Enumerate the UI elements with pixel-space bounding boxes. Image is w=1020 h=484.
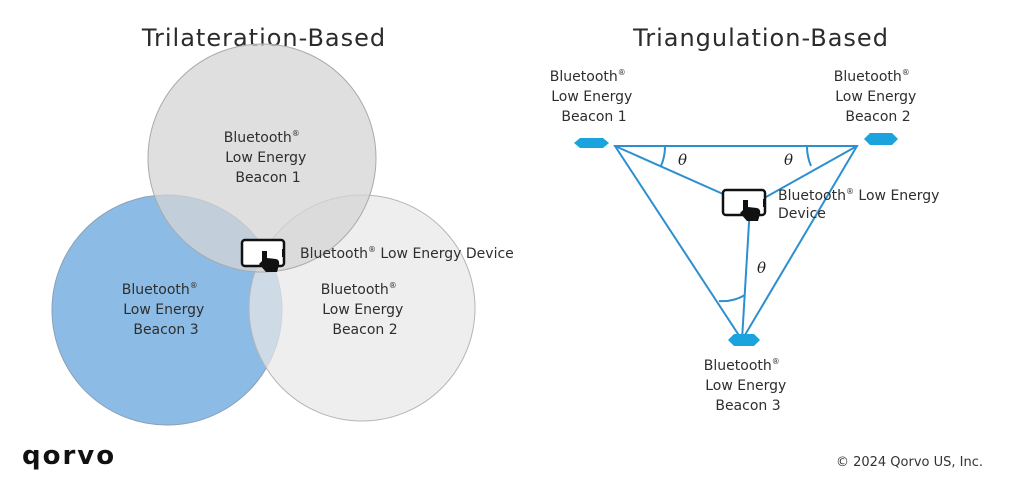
triangle-lines (613, 145, 859, 342)
beacon-hexagon-icon (574, 138, 609, 148)
qorvo-logo: qorvo (22, 441, 116, 471)
beacon-hexagon-icon (728, 334, 760, 346)
tri2-beacon-2-label: Bluetooth® Low Energy Beacon 2 (834, 63, 921, 125)
beacon-hexagon-icon (864, 133, 898, 145)
hand-pointer-icon (259, 251, 280, 272)
tri-beacon-2-label: Bluetooth® Low Energy Beacon 2 (321, 276, 408, 338)
angle-theta-1: θ (678, 151, 687, 169)
copyright-text: © 2024 Qorvo US, Inc. (836, 455, 983, 470)
angle-theta-2: θ (784, 151, 793, 169)
triangulation-diagram: θ θ θ Bluetooth® Low Energy Beacon 1 Blu… (550, 63, 944, 414)
tri2-device-label: Bluetooth® Low Energy Device (778, 187, 944, 222)
tri-beacon-3-label: Bluetooth® Low Energy Beacon 3 (122, 276, 209, 338)
circle-beacon-1 (147, 43, 377, 273)
trilateration-diagram: Bluetooth® Low Energy Beacon 1 Bluetooth… (51, 43, 514, 426)
angle-theta-3: θ (757, 259, 766, 277)
tri-beacon-1-label: Bluetooth® Low Energy Beacon 1 (224, 124, 311, 186)
title-triangulation: Triangulation-Based (632, 24, 889, 52)
tri-device-label: Bluetooth® Low Energy Device (300, 245, 514, 262)
hand-pointer-icon (740, 200, 761, 221)
tri2-beacon-1-label: Bluetooth® Low Energy Beacon 1 (550, 63, 637, 125)
tri2-beacon-3-label: Bluetooth® Low Energy Beacon 3 (704, 352, 791, 414)
